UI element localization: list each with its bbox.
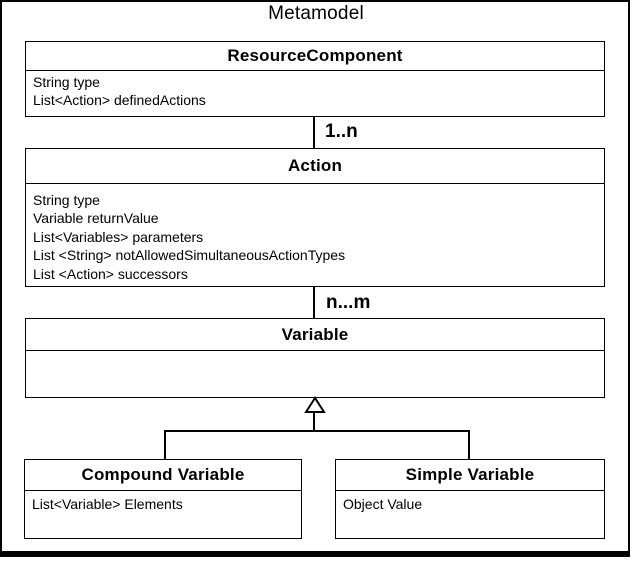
class-attributes-resource-component: String type List<Action> definedActions <box>26 71 604 110</box>
diagram-title: Metamodel <box>268 3 364 24</box>
class-name-simple-variable: Simple Variable <box>336 460 604 491</box>
multiplicity-label-1n: 1..n <box>325 121 358 142</box>
class-name-variable: Variable <box>26 319 604 351</box>
class-attributes-compound-variable: List<Variable> Elements <box>25 491 301 513</box>
class-name-compound-variable: Compound Variable <box>25 460 301 491</box>
attribute: Object Value <box>343 496 423 512</box>
class-name-action: Action <box>26 149 604 184</box>
class-simple-variable: Simple Variable Object Value <box>335 459 605 539</box>
class-resource-component: ResourceComponent String type List<Actio… <box>25 41 605 117</box>
class-name-resource-component: ResourceComponent <box>26 42 604 71</box>
class-variable: Variable <box>25 318 605 398</box>
inheritance-branch-right-line <box>468 430 470 459</box>
inheritance-triangle-icon <box>304 396 326 413</box>
class-attributes-variable <box>26 351 604 353</box>
inheritance-branch-line <box>164 430 470 432</box>
association-line-action-variable <box>313 287 315 318</box>
class-compound-variable: Compound Variable List<Variable> Element… <box>24 459 302 539</box>
attribute: Variable returnValue <box>33 210 159 227</box>
attribute: List<Variables> parameters <box>33 228 204 245</box>
attribute: String type <box>33 74 100 90</box>
attribute: List <Action> successors <box>33 265 188 282</box>
attribute: String type <box>33 192 100 208</box>
attribute: List <String> notAllowedSimultaneousActi… <box>33 247 346 264</box>
attribute: List<Variable> Elements <box>32 496 183 512</box>
inheritance-stem-line <box>313 413 315 432</box>
association-line-resourcecomponent-action <box>313 117 315 148</box>
class-action: Action String type Variable returnValue … <box>25 148 605 287</box>
inheritance-branch-left-line <box>164 430 166 459</box>
class-attributes-simple-variable: Object Value <box>336 491 604 513</box>
multiplicity-label-nm: n...m <box>326 292 371 313</box>
class-attributes-action: String type Variable returnValue List<Va… <box>26 184 604 283</box>
attribute: List<Action> definedActions <box>33 92 206 109</box>
